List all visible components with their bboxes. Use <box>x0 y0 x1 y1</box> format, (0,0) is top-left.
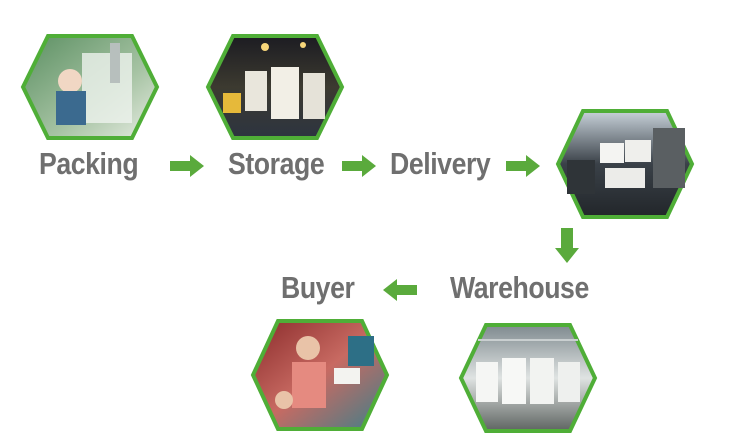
delivery-photo <box>555 109 695 219</box>
arrow-icon <box>170 155 204 177</box>
storage-photo <box>205 34 345 140</box>
step-label-delivery: Delivery <box>390 146 491 181</box>
step-label-storage: Storage <box>228 146 325 181</box>
buyer-photo <box>250 319 390 431</box>
step-label-packing: Packing <box>39 146 139 181</box>
arrow-icon <box>555 228 579 263</box>
arrow-icon <box>342 155 376 177</box>
arrow-icon <box>506 155 540 177</box>
step-label-buyer: Buyer <box>281 270 355 305</box>
packing-photo <box>20 34 160 140</box>
step-label-warehouse: Warehouse <box>450 270 589 305</box>
warehouse-photo <box>458 323 598 433</box>
arrow-icon <box>383 279 417 301</box>
